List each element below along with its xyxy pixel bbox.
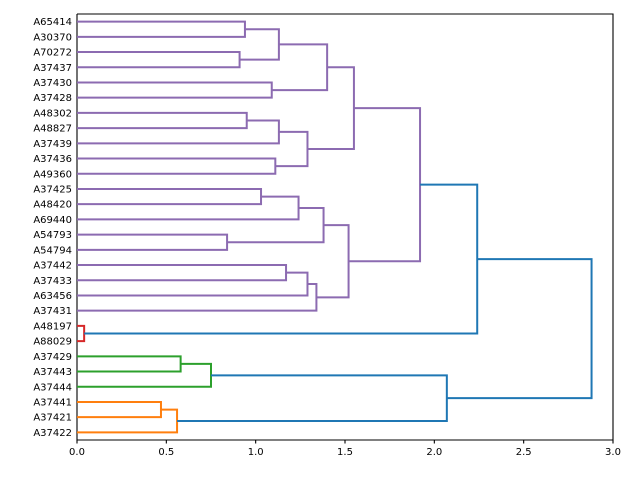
- leaf-label: A37437: [33, 63, 72, 74]
- dendrogram-link: [77, 264, 288, 282]
- leaf-label: A65414: [33, 17, 72, 28]
- dendrogram-link: [77, 362, 212, 388]
- dendrogram-link: [77, 51, 241, 69]
- dendrogram-link: [77, 20, 246, 38]
- dendrogram-link: [77, 111, 248, 130]
- leaf-label: A48302: [33, 108, 72, 119]
- dendrogram-link: [77, 81, 273, 99]
- leaf-label: A30370: [33, 32, 72, 43]
- leaf-label: A70272: [33, 48, 72, 59]
- dendrogram-link: [316, 224, 350, 299]
- x-tick-label: 3.0: [605, 447, 621, 458]
- leaf-label: A37430: [33, 78, 72, 89]
- leaf-label: A37442: [33, 261, 72, 272]
- x-axis-ticks: 0.0 0.5 1.0 1.5 2.0 2.5 3.0: [69, 440, 621, 458]
- leaf-label: A54793: [33, 230, 72, 241]
- dendrogram-link: [77, 233, 229, 251]
- leaf-label: A37436: [33, 154, 72, 165]
- dendrogram-link: [348, 107, 422, 263]
- dendrogram-link: [77, 195, 300, 221]
- dendrogram-link: [77, 283, 318, 312]
- dendrogram-link: [77, 157, 277, 175]
- leaf-label: A37421: [33, 413, 72, 424]
- leaf-label: A37444: [33, 382, 72, 393]
- leaf-label: A37431: [33, 306, 72, 317]
- dendrogram-link: [446, 258, 593, 400]
- leaf-label: A37428: [33, 93, 72, 104]
- dendrogram-link: [77, 271, 309, 297]
- leaf-label: A48420: [33, 200, 72, 211]
- dendrogram-link: [227, 206, 325, 244]
- leaf-label: A37429: [33, 352, 72, 363]
- dendrogram-link: [77, 408, 179, 434]
- leaf-label: A48827: [33, 124, 72, 135]
- dendrogram-link: [307, 66, 355, 151]
- leaf-label: A37441: [33, 397, 72, 408]
- leaf-label: A37439: [33, 139, 72, 150]
- dendrogram-link: [77, 324, 86, 343]
- dendrogram-link: [275, 130, 309, 168]
- dendrogram-link: [271, 43, 329, 92]
- leaf-label: A63456: [33, 291, 72, 302]
- x-tick-label: 1.5: [337, 447, 353, 458]
- x-tick-label: 0.0: [69, 447, 85, 458]
- leaf-labels: A65414A30370A70272A37437A37430A37428A483…: [33, 17, 72, 439]
- leaf-label: A88029: [33, 337, 72, 348]
- x-tick-label: 1.0: [248, 447, 264, 458]
- dendrogram-link: [77, 119, 280, 145]
- dendrogram-link: [77, 355, 182, 373]
- dendrogram-links: [77, 20, 593, 434]
- leaf-label: A49360: [33, 169, 72, 180]
- leaf-label: A37433: [33, 276, 72, 287]
- x-tick-label: 2.0: [426, 447, 442, 458]
- dendrogram-link: [177, 374, 448, 422]
- leaf-label: A37443: [33, 367, 72, 378]
- dendrogram-link: [77, 400, 162, 419]
- dendrogram-link: [77, 187, 263, 206]
- leaf-label: A69440: [33, 215, 72, 226]
- leaf-label: A54794: [33, 245, 72, 256]
- leaf-label: A37422: [33, 428, 72, 439]
- x-tick-label: 0.5: [158, 447, 174, 458]
- leaf-label: A48197: [33, 321, 72, 332]
- x-tick-label: 2.5: [516, 447, 532, 458]
- leaf-label: A37425: [33, 184, 72, 195]
